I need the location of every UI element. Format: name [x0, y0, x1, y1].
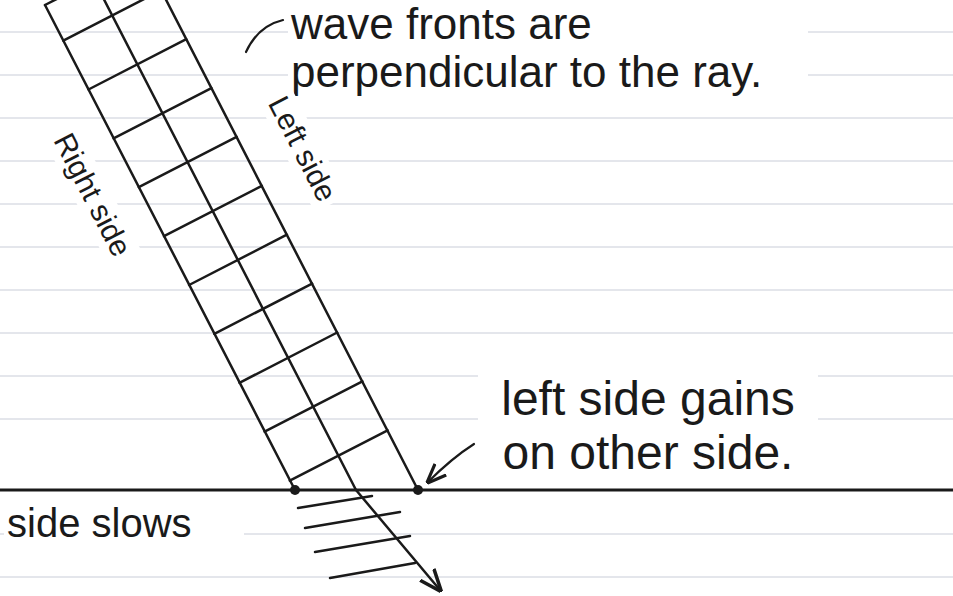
note-label-holder: wave fronts are perpendicular to the ray…	[288, 0, 808, 96]
note-label: Right side	[45, 125, 142, 268]
wave-front	[139, 137, 237, 187]
wave-front	[239, 333, 337, 383]
note-label: side slows	[4, 500, 244, 546]
wave-front	[114, 88, 212, 138]
leader-line	[246, 20, 283, 52]
wave-front	[315, 536, 410, 552]
ruled-line	[0, 290, 953, 291]
ruled-line	[0, 333, 953, 334]
wave-front	[330, 563, 415, 578]
wave-front	[89, 39, 187, 89]
note-label: Left side	[259, 88, 347, 213]
ruled-line	[0, 204, 953, 205]
wave-front	[305, 512, 400, 528]
ruled-line	[0, 161, 953, 162]
refracted-ray	[356, 490, 440, 590]
edge-dot	[290, 485, 300, 495]
ruled-line	[0, 118, 953, 119]
ruled-lines	[0, 32, 953, 577]
note-label-holder: left side gains on other side.	[478, 372, 818, 480]
edge-dot	[413, 485, 423, 495]
refracted-waves	[298, 490, 440, 590]
note-label: wave fronts are perpendicular to the ray…	[288, 0, 808, 96]
note-label: left side gains on other side.	[478, 372, 818, 480]
wave-front	[290, 430, 388, 480]
wave-front	[63, 0, 161, 41]
ruled-line	[0, 247, 953, 248]
wave-front	[189, 235, 287, 285]
strip-cap	[45, 0, 143, 5]
wave-front	[214, 284, 312, 334]
ruled-line	[0, 577, 953, 578]
note-label-holder: Left side	[259, 88, 347, 213]
interface-line	[0, 489, 953, 492]
leader-arrow	[428, 444, 474, 482]
note-label-holder: Right side	[45, 125, 142, 268]
wave-front	[298, 496, 372, 508]
wave-front	[164, 186, 262, 236]
strip-edge	[45, 5, 295, 490]
wave-front	[265, 381, 363, 431]
note-label-holder: side slows	[4, 500, 244, 546]
